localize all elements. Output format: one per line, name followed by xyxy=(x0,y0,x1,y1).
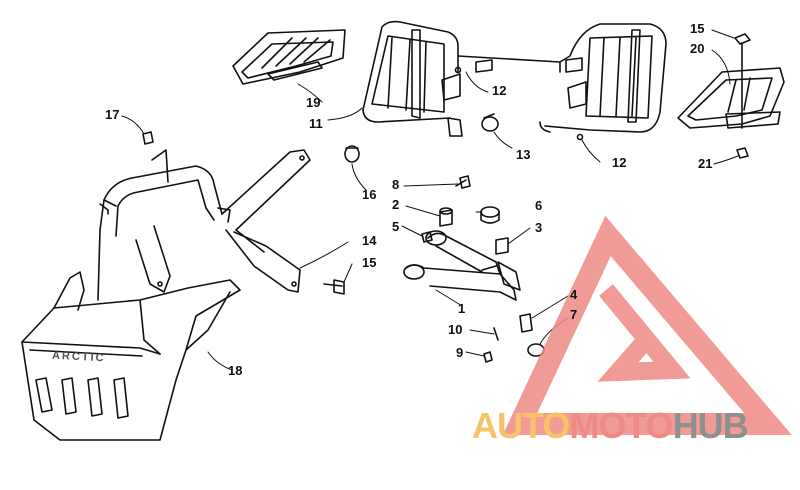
part-13-cap xyxy=(481,113,499,132)
watermark-triangle-logo xyxy=(502,215,792,435)
watermark-hub: HUB xyxy=(672,405,749,446)
part-9-nut xyxy=(483,351,493,363)
leader-lines xyxy=(121,29,739,371)
part-10-pin xyxy=(493,327,499,341)
part-16-bushing xyxy=(344,145,360,163)
callout-6: 6 xyxy=(535,198,543,213)
callout-1: 1 xyxy=(458,301,466,316)
part-11-rear-rack xyxy=(362,20,667,137)
callout-4: 4 xyxy=(570,287,578,302)
part-15-bolt-upper xyxy=(734,33,751,129)
callout-2: 2 xyxy=(392,197,400,212)
part-17-screw xyxy=(142,131,154,145)
callout-7: 7 xyxy=(570,307,578,322)
part-12-bolt-lower xyxy=(576,133,584,141)
part-3-bushing xyxy=(495,237,509,255)
part-5-nut xyxy=(421,231,433,243)
part-2-bushing xyxy=(439,207,453,227)
part-12-bolt-upper xyxy=(454,66,462,74)
watermark-wordmark: AUTOMOTOHUB xyxy=(472,405,749,446)
front-bumper-frame xyxy=(99,149,311,293)
part-19-left-basket xyxy=(232,29,346,85)
callout-15-lower: 15 xyxy=(362,255,377,270)
part-20-right-basket xyxy=(677,67,785,129)
callout-16: 16 xyxy=(362,187,377,202)
callout-14: 14 xyxy=(362,233,377,248)
watermark-auto: AUTO xyxy=(472,405,570,446)
part-21-nut xyxy=(736,147,749,159)
callout-5: 5 xyxy=(392,219,400,234)
callout-12-lower: 12 xyxy=(612,155,627,170)
callout-3: 3 xyxy=(535,220,543,235)
callout-12-upper: 12 xyxy=(492,83,507,98)
callout-15-upper: 15 xyxy=(690,21,705,36)
callout-13: 13 xyxy=(516,147,531,162)
part-18-bumper-shell xyxy=(21,229,241,441)
callout-20: 20 xyxy=(690,41,705,56)
callout-21: 21 xyxy=(698,156,713,171)
part-8-bolt xyxy=(455,175,471,189)
watermark-moto: MOTO xyxy=(569,405,673,446)
callout-8: 8 xyxy=(392,177,400,192)
callout-17: 17 xyxy=(105,107,120,122)
part-4-bushing xyxy=(519,313,533,333)
part-15-bolt-lower xyxy=(323,279,345,295)
callout-11: 11 xyxy=(309,116,323,131)
part-1-a-arm xyxy=(403,230,521,301)
bumper-lettering: ARCTIC xyxy=(51,349,106,365)
callout-10: 10 xyxy=(448,322,463,337)
callout-18: 18 xyxy=(228,363,243,378)
part-6-bushing xyxy=(480,206,500,224)
callout-19: 19 xyxy=(306,95,321,110)
callout-9: 9 xyxy=(456,345,464,360)
